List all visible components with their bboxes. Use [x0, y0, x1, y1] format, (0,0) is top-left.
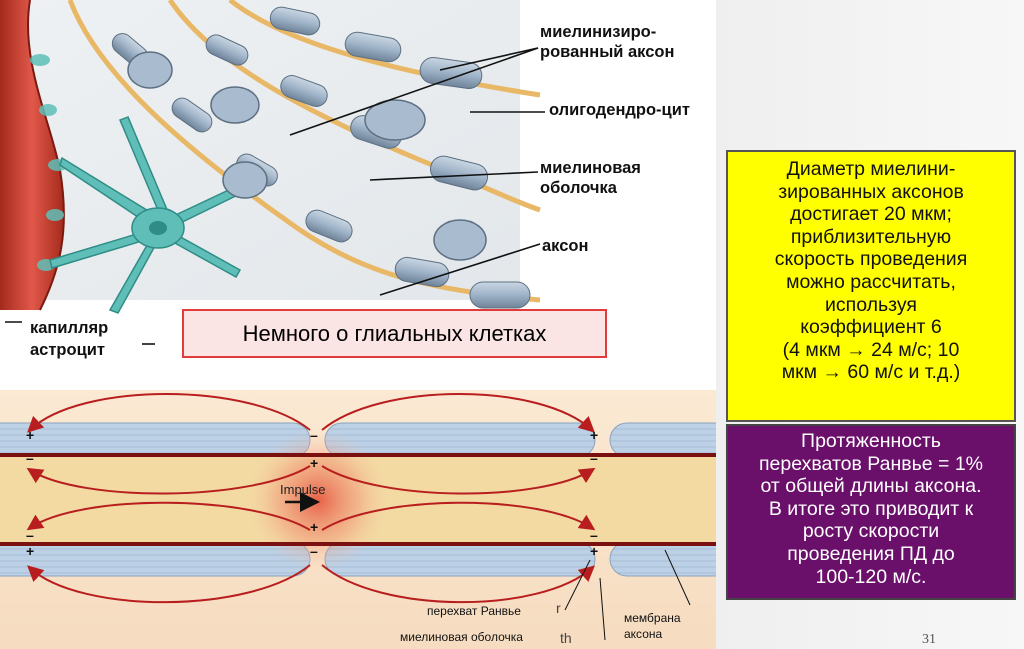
label-axon: аксон — [542, 236, 588, 256]
plus-sign: + — [26, 543, 34, 559]
minus-sign: – — [590, 527, 598, 543]
label-ranvier-node: перехват Ранвье — [427, 604, 521, 618]
minus-sign: – — [26, 450, 34, 466]
plus-sign: + — [590, 543, 598, 559]
label-astrocyte: астроцит — [30, 340, 105, 360]
minus-sign: – — [590, 450, 598, 466]
saltatory-conduction-diagram: Impulse + – – + + – – + + – – + — [0, 390, 716, 649]
slide-number: 31 — [922, 632, 936, 648]
info-box-diameter: Диаметр миелини- зированных аксонов дост… — [726, 150, 1016, 422]
label-fragment-th: th — [560, 630, 572, 646]
label-capillary: капилляр — [30, 318, 108, 338]
astrocyte-nucleus — [149, 221, 167, 235]
minus-sign: – — [26, 527, 34, 543]
label-myelinated-axon: миелинизиро-рованный аксон — [540, 22, 715, 62]
label-fragment-r: r — [556, 600, 561, 616]
plus-sign: + — [310, 519, 318, 535]
plus-sign: + — [590, 427, 598, 443]
minus-sign: – — [310, 543, 318, 559]
title-box: Немного о глиальных клетках — [182, 309, 607, 358]
label-axon-membrane: мембрана аксона — [624, 610, 714, 642]
label-myelin-sheath: миелиновая оболочка — [540, 158, 710, 198]
label-oligodendrocyte: олигодендро-цит — [549, 100, 709, 120]
label-myelin-sheath-bottom: миелиновая оболочка — [400, 630, 523, 644]
depolarization-zone — [248, 430, 388, 570]
minus-sign: – — [310, 427, 318, 443]
plus-sign: + — [26, 427, 34, 443]
impulse-label: Impulse — [280, 482, 326, 497]
plus-sign: + — [310, 455, 318, 471]
info-box-ranvier: Протяженность перехватов Ранвье = 1% от … — [726, 424, 1016, 600]
